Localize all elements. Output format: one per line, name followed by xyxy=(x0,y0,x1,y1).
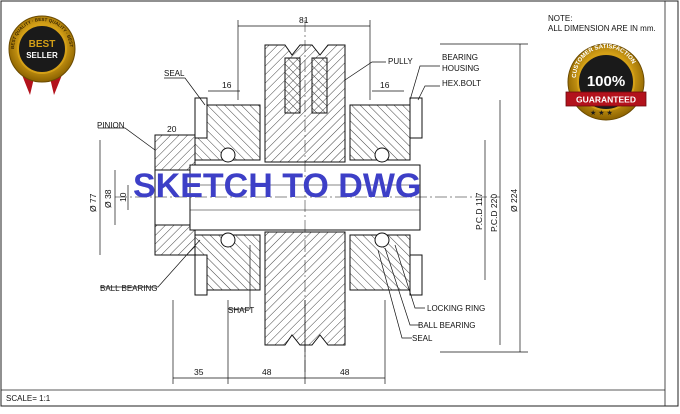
leader-lines xyxy=(98,61,440,339)
best-seller-line1: BEST xyxy=(29,39,56,50)
note-text: ALL DIMENSION ARE IN mm. xyxy=(548,24,656,33)
label-bearing-housing-1: BEARING xyxy=(442,53,478,62)
label-locking-ring: LOCKING RING xyxy=(427,304,485,313)
guarantee-percent: 100% xyxy=(587,73,625,90)
label-shaft: SHAFT xyxy=(228,306,254,315)
label-pinion: PINION xyxy=(97,121,125,130)
guarantee-banner: GUARANTEED xyxy=(576,95,636,105)
scale-label: SCALE= 1:1 xyxy=(6,394,51,403)
dim-10: 10 xyxy=(118,192,128,202)
dim-dia-38: Ø 38 xyxy=(103,189,113,208)
label-ball-bearing-left: BALL BEARING xyxy=(100,284,158,293)
pinion xyxy=(154,134,196,256)
label-hex-bolt: HEX.BOLT xyxy=(442,79,481,88)
label-pully: PULLY xyxy=(388,57,413,66)
svg-text:★ ★ ★: ★ ★ ★ xyxy=(590,109,613,117)
best-seller-badge: BEST SELLER BEST QUALITY · BEST QUALITY … xyxy=(0,0,76,95)
dim-48-b: 48 xyxy=(340,367,350,377)
label-ball-bearing-right: BALL BEARING xyxy=(418,321,476,330)
dim-pcd-117: P.C.D 117 xyxy=(474,192,484,230)
ball-bearings xyxy=(220,147,390,248)
label-seal-bottom: SEAL xyxy=(412,334,433,343)
dim-48-a: 48 xyxy=(262,367,272,377)
note-heading: NOTE: xyxy=(548,14,573,23)
dim-35: 35 xyxy=(194,367,204,377)
label-bearing-housing-2: HOUSING xyxy=(442,64,479,73)
dim-dia-77: Ø 77 xyxy=(88,193,98,212)
note-block: NOTE: ALL DIMENSION ARE IN mm. xyxy=(548,14,656,34)
overlay-title: SKETCH TO DWG xyxy=(133,167,421,205)
dim-20: 20 xyxy=(167,124,177,134)
label-seal-top: SEAL xyxy=(164,69,185,78)
dim-16-right: 16 xyxy=(380,80,390,90)
dim-dia-224: Ø 224 xyxy=(509,189,519,212)
dim-81: 81 xyxy=(299,15,309,25)
dimension-lines xyxy=(99,20,528,384)
dim-pcd-220: P.C.D 220 xyxy=(489,194,499,232)
best-seller-line2: SELLER xyxy=(26,51,58,60)
assembly-drawing xyxy=(115,20,500,375)
dim-16-left: 16 xyxy=(222,80,232,90)
guarantee-badge: 100% GUARANTEED CUSTOMER SATISFACTION ★ … xyxy=(565,43,647,121)
